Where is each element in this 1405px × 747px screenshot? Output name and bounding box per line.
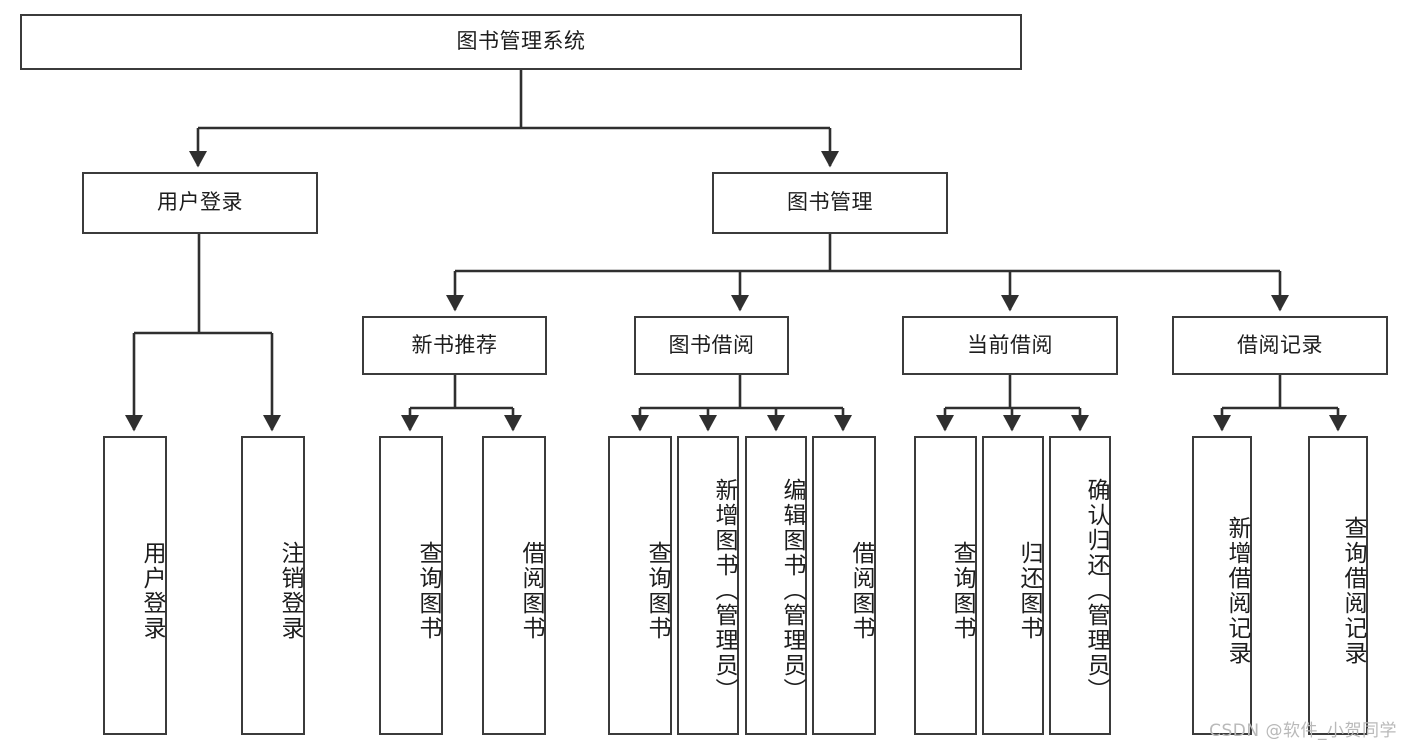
- node-label: 查询图书: [644, 540, 670, 641]
- leaf-logout[interactable]: 注销登录: [241, 436, 305, 735]
- node-label: 图书借阅: [668, 332, 755, 357]
- node-label: 新增借阅记录: [1224, 515, 1250, 666]
- node-label: 图书管理系统: [456, 29, 586, 54]
- leaf-add-book-admin[interactable]: 新增图书（管理员）: [677, 436, 739, 735]
- node-label: 查询借阅记录: [1340, 515, 1366, 666]
- node-borrow-record[interactable]: 借阅记录: [1172, 316, 1388, 375]
- node-label: 归还图书: [1016, 540, 1042, 641]
- node-label: 注销登录: [277, 540, 303, 641]
- node-new-book-recommend[interactable]: 新书推荐: [362, 316, 547, 375]
- leaf-confirm-return-admin[interactable]: 确认归还（管理员）: [1049, 436, 1111, 735]
- leaf-query-book-bb[interactable]: 查询图书: [608, 436, 672, 735]
- node-user-login[interactable]: 用户登录: [82, 172, 318, 234]
- leaf-edit-book-admin[interactable]: 编辑图书（管理员）: [745, 436, 807, 735]
- leaf-user-login[interactable]: 用户登录: [103, 436, 167, 735]
- leaf-query-borrow-record[interactable]: 查询借阅记录: [1308, 436, 1368, 735]
- node-label: 借阅记录: [1237, 332, 1323, 357]
- node-label: 用户登录: [157, 190, 243, 215]
- leaf-borrow-book-bb[interactable]: 借阅图书: [812, 436, 876, 735]
- node-label: 查询图书: [415, 540, 441, 641]
- node-label: 图书管理: [787, 190, 873, 215]
- node-root-library-system[interactable]: 图书管理系统: [20, 14, 1022, 70]
- leaf-query-book-nb[interactable]: 查询图书: [379, 436, 443, 735]
- node-label: 新增图书（管理员）: [711, 478, 737, 703]
- node-label: 用户登录: [139, 540, 165, 641]
- node-label: 借阅图书: [848, 540, 874, 641]
- node-current-borrow[interactable]: 当前借阅: [902, 316, 1118, 375]
- node-book-borrow[interactable]: 图书借阅: [634, 316, 789, 375]
- node-label: 借阅图书: [518, 540, 544, 641]
- leaf-return-book[interactable]: 归还图书: [982, 436, 1044, 735]
- node-label: 新书推荐: [411, 332, 498, 357]
- node-label: 确认归还（管理员）: [1083, 478, 1109, 703]
- node-label: 当前借阅: [967, 332, 1053, 357]
- node-label: 编辑图书（管理员）: [779, 478, 805, 703]
- node-book-management[interactable]: 图书管理: [712, 172, 948, 234]
- leaf-borrow-book-nb[interactable]: 借阅图书: [482, 436, 546, 735]
- node-label: 查询图书: [949, 540, 975, 641]
- leaf-add-borrow-record[interactable]: 新增借阅记录: [1192, 436, 1252, 735]
- leaf-query-book-cb[interactable]: 查询图书: [914, 436, 977, 735]
